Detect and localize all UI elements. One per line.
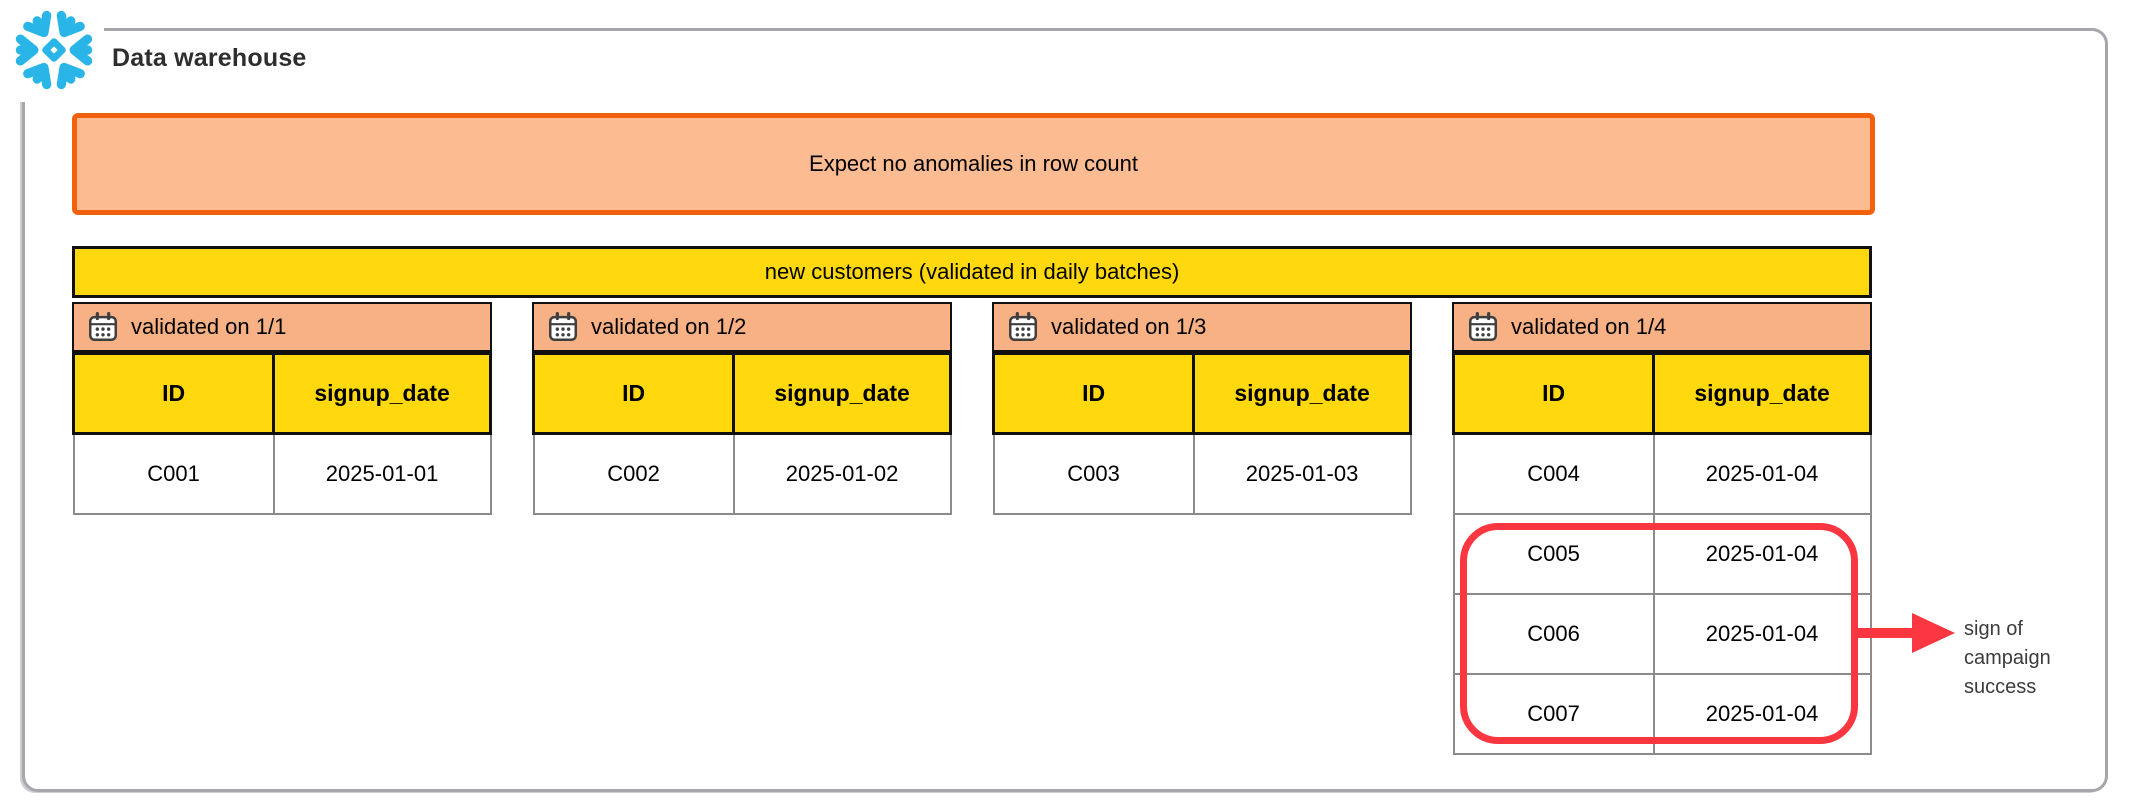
column-header-id: ID <box>531 352 736 435</box>
batch-table-jan-1: validated on 1/1 ID signup_date C001 202… <box>71 302 492 515</box>
annotation-line: campaign <box>1964 647 2051 669</box>
batch-data-table: ID signup_date C003 2025-01-03 <box>991 352 1412 515</box>
cell-id: C004 <box>1452 432 1655 515</box>
column-header-signup-date: signup_date <box>1652 352 1872 435</box>
batch-data-table: ID signup_date C004 2025-01-04 C005 2025… <box>1451 352 1872 755</box>
cell-id: C006 <box>1452 592 1655 675</box>
batch-table-jan-4: validated on 1/4 ID signup_date C004 202… <box>1451 302 1872 755</box>
batch-header: validated on 1/4 <box>1452 302 1872 352</box>
column-header-id: ID <box>1451 352 1656 435</box>
batch-label: validated on 1/4 <box>1511 314 1667 339</box>
batch-data-table: ID signup_date C001 2025-01-01 <box>71 352 492 515</box>
annotation-text: sign of campaign success <box>1964 615 2114 702</box>
cell-signup-date: 2025-01-03 <box>1192 432 1412 515</box>
batch-label: validated on 1/1 <box>131 314 287 339</box>
column-header-signup-date: signup_date <box>1192 352 1412 435</box>
table-row: C003 2025-01-03 <box>992 432 1412 515</box>
calendar-icon <box>1469 311 1497 341</box>
cell-signup-date: 2025-01-02 <box>732 432 952 515</box>
batch-header: validated on 1/2 <box>532 302 952 352</box>
cell-signup-date: 2025-01-01 <box>272 432 492 515</box>
table-group-title: new customers (validated in daily batche… <box>72 246 1872 298</box>
expectation-banner: Expect no anomalies in row count <box>72 113 1875 215</box>
cell-id: C002 <box>532 432 735 515</box>
calendar-icon <box>89 311 117 341</box>
annotation-line: success <box>1964 676 2037 698</box>
table-header-row: ID signup_date <box>71 352 492 435</box>
batch-table-jan-3: validated on 1/3 ID signup_date C003 202… <box>991 302 1412 515</box>
snowflake-icon <box>15 10 93 90</box>
batch-header: validated on 1/3 <box>992 302 1412 352</box>
annotation-line: sign of <box>1964 618 2023 640</box>
column-header-id: ID <box>991 352 1196 435</box>
batch-label: validated on 1/2 <box>591 314 747 339</box>
cell-signup-date: 2025-01-04 <box>1652 592 1872 675</box>
column-header-id: ID <box>71 352 276 435</box>
calendar-icon <box>1009 311 1037 341</box>
highlight-outline <box>1460 523 1858 744</box>
page-title: Data warehouse <box>112 44 307 72</box>
table-header-row: ID signup_date <box>1451 352 1872 435</box>
table-group-title-text: new customers (validated in daily batche… <box>764 259 1180 284</box>
logo-area <box>0 0 104 102</box>
annotation-arrow-icon <box>1856 613 1955 653</box>
calendar-icon <box>549 311 577 341</box>
batch-label: validated on 1/3 <box>1051 314 1207 339</box>
column-header-signup-date: signup_date <box>272 352 492 435</box>
batch-table-jan-2: validated on 1/2 ID signup_date C002 202… <box>531 302 952 515</box>
column-header-signup-date: signup_date <box>732 352 952 435</box>
cell-id: C001 <box>72 432 275 515</box>
batch-data-table: ID signup_date C002 2025-01-02 <box>531 352 952 515</box>
cell-signup-date: 2025-01-04 <box>1652 432 1872 515</box>
batch-columns: validated on 1/1 ID signup_date C001 202… <box>71 302 1872 755</box>
table-row: C002 2025-01-02 <box>532 432 952 515</box>
table-row: C004 2025-01-04 <box>1452 432 1872 515</box>
table-header-row: ID signup_date <box>531 352 952 435</box>
expectation-banner-text: Expect no anomalies in row count <box>809 151 1138 176</box>
cell-id: C003 <box>992 432 1195 515</box>
table-header-row: ID signup_date <box>991 352 1412 435</box>
table-row-highlighted: C006 2025-01-04 <box>1452 592 1872 675</box>
diagram-frame <box>22 28 2108 792</box>
table-row: C001 2025-01-01 <box>72 432 492 515</box>
batch-header: validated on 1/1 <box>72 302 492 352</box>
